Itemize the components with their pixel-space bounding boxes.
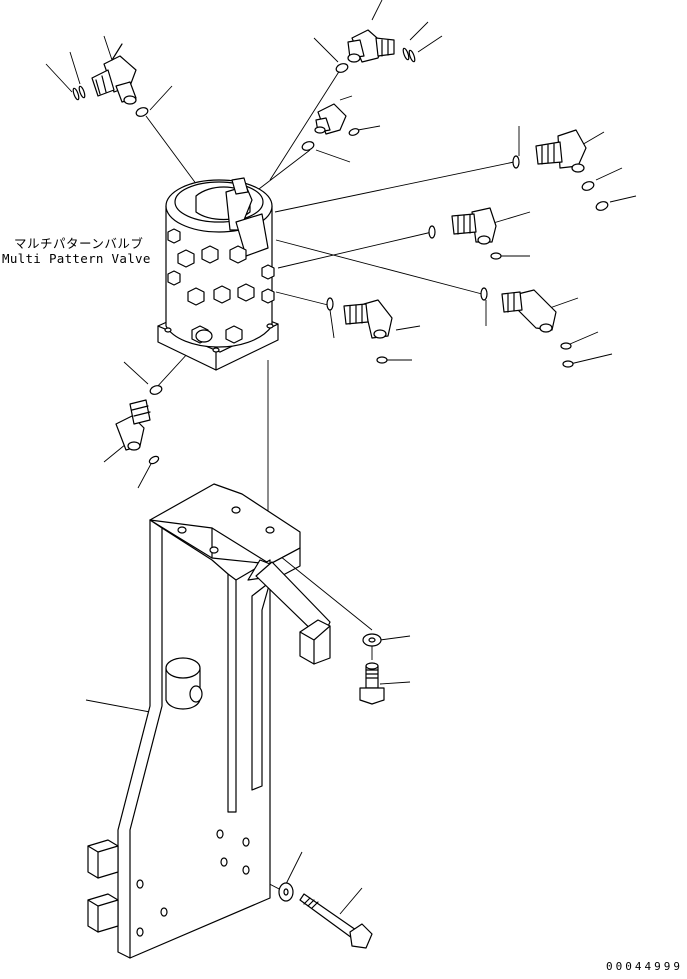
elbow-fitting-45-right	[501, 289, 557, 333]
elbow-fitting-right-2	[451, 207, 497, 245]
elbow-fitting-top-center	[347, 29, 395, 63]
drawing-number: 00044999	[606, 960, 683, 973]
bolt-upper	[359, 662, 385, 705]
elbow-fitting-upper-small	[314, 103, 347, 135]
valve-mount-holes	[164, 323, 274, 353]
elbow-fitting-right-1	[535, 129, 587, 173]
o-rings	[72, 47, 609, 465]
elbow-fitting-lower-left	[115, 399, 151, 451]
valve-label-japanese: マルチパターンバルブ	[14, 236, 144, 251]
multi-pattern-valve	[157, 177, 279, 371]
valve-ports	[167, 228, 275, 344]
elbow-fitting-top-left	[91, 43, 137, 105]
elbow-fitting-center-right	[343, 299, 393, 339]
washer-upper	[362, 633, 382, 647]
mounting-bracket	[87, 483, 331, 959]
washer-lower	[278, 882, 294, 902]
valve-label-english: Multi Pattern Valve	[2, 251, 151, 266]
bolt-lower	[299, 893, 373, 949]
callout-lines	[45, 0, 637, 915]
